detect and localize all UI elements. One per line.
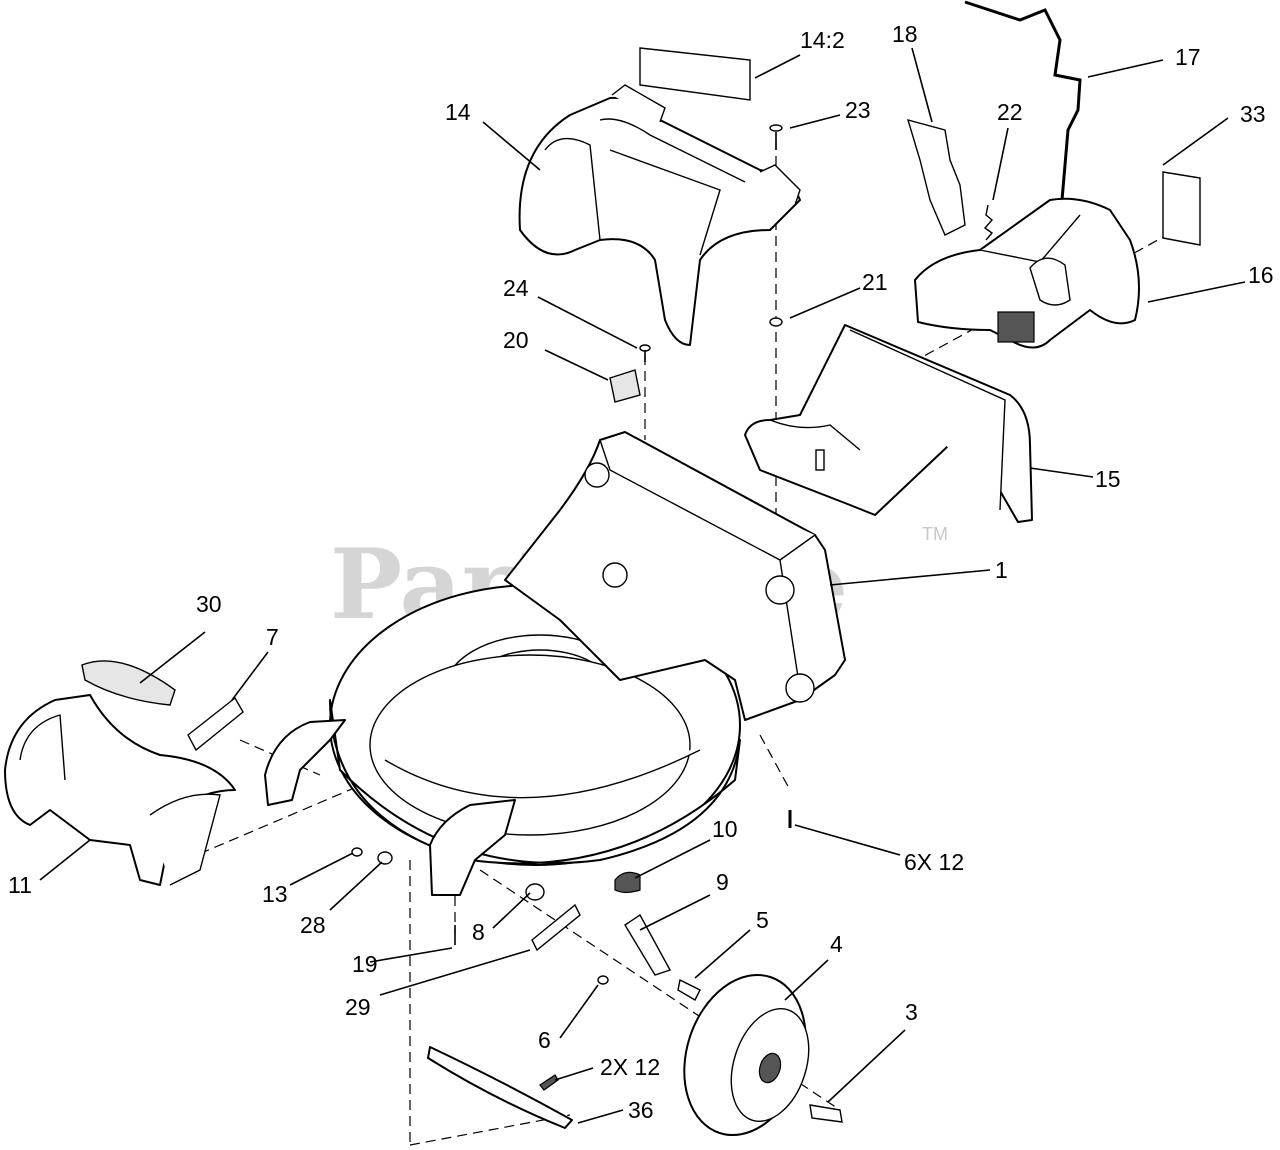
part-cap-10 (614, 871, 641, 894)
leader-lines (39, 47, 1246, 1124)
callout-15: 15 (1095, 466, 1121, 492)
callout-8: 8 (472, 919, 485, 945)
callout-36: 36 (628, 1097, 654, 1123)
part-screw-2x12 (539, 1074, 559, 1091)
part-rear-housing-16 (914, 197, 1140, 349)
part-plate-7 (187, 696, 244, 752)
part-bracket-20 (609, 369, 641, 403)
part-wheel-4 (683, 973, 810, 1137)
part-bolt-23 (769, 124, 783, 150)
part-screw-24 (639, 344, 651, 362)
callout-6x12: 6X 12 (904, 849, 964, 875)
callout-1: 1 (995, 557, 1008, 583)
part-side-bracket-left (264, 719, 346, 806)
part-handle-rod-17 (964, 0, 1082, 201)
part-washer-28 (377, 851, 393, 865)
part-washer-21 (769, 317, 783, 327)
callout-6: 6 (538, 1027, 551, 1053)
callout-33: 33 (1240, 101, 1266, 127)
callout-13: 13 (262, 881, 288, 907)
watermark-trademark: TM (922, 524, 948, 544)
callout-21: 21 (862, 269, 888, 295)
callout-5: 5 (756, 907, 769, 933)
callout-14-2: 14:2 (800, 27, 845, 53)
callout-24: 24 (503, 275, 529, 301)
callout-2x12: 2X 12 (600, 1054, 660, 1080)
part-trim-36 (427, 1046, 573, 1129)
decal-14-2 (639, 47, 751, 101)
part-spring-22 (983, 204, 994, 241)
part-30 (81, 660, 176, 706)
callout-28: 28 (300, 912, 326, 938)
callout-11: 11 (8, 872, 32, 898)
part-chute-15 (744, 324, 1033, 523)
part-plate-29 (531, 903, 581, 952)
callout-20: 20 (503, 327, 529, 353)
callout-22: 22 (997, 99, 1023, 125)
part-bolt-3 (809, 1104, 843, 1123)
callout-29: 29 (345, 994, 371, 1020)
part-rear-door (518, 84, 801, 346)
callout-labels: 14:2 14 23 18 17 22 33 16 21 24 20 15 1 … (8, 21, 1274, 1123)
part-front-cover-11 (4, 694, 236, 886)
callout-10: 10 (712, 816, 738, 842)
callout-19: 19 (352, 951, 378, 977)
part-bracket-9 (624, 913, 672, 976)
callout-9: 9 (716, 869, 729, 895)
part-spacer-8 (525, 883, 545, 901)
callout-7: 7 (266, 624, 279, 650)
callout-17: 17 (1175, 44, 1201, 70)
part-washer-6 (597, 975, 609, 985)
callout-23: 23 (845, 97, 871, 123)
part-deck-1 (329, 431, 846, 866)
part-latch-18 (906, 118, 966, 236)
callout-16: 16 (1248, 262, 1274, 288)
part-side-bracket-right (429, 799, 516, 896)
part-bolt-5 (677, 978, 701, 1001)
callout-4: 4 (830, 931, 843, 957)
callout-30: 30 (196, 591, 222, 617)
callout-14: 14 (445, 99, 471, 125)
callout-18: 18 (892, 21, 918, 47)
decal-33 (1162, 171, 1201, 246)
part-nut-13 (351, 847, 363, 857)
callout-3: 3 (905, 999, 918, 1025)
